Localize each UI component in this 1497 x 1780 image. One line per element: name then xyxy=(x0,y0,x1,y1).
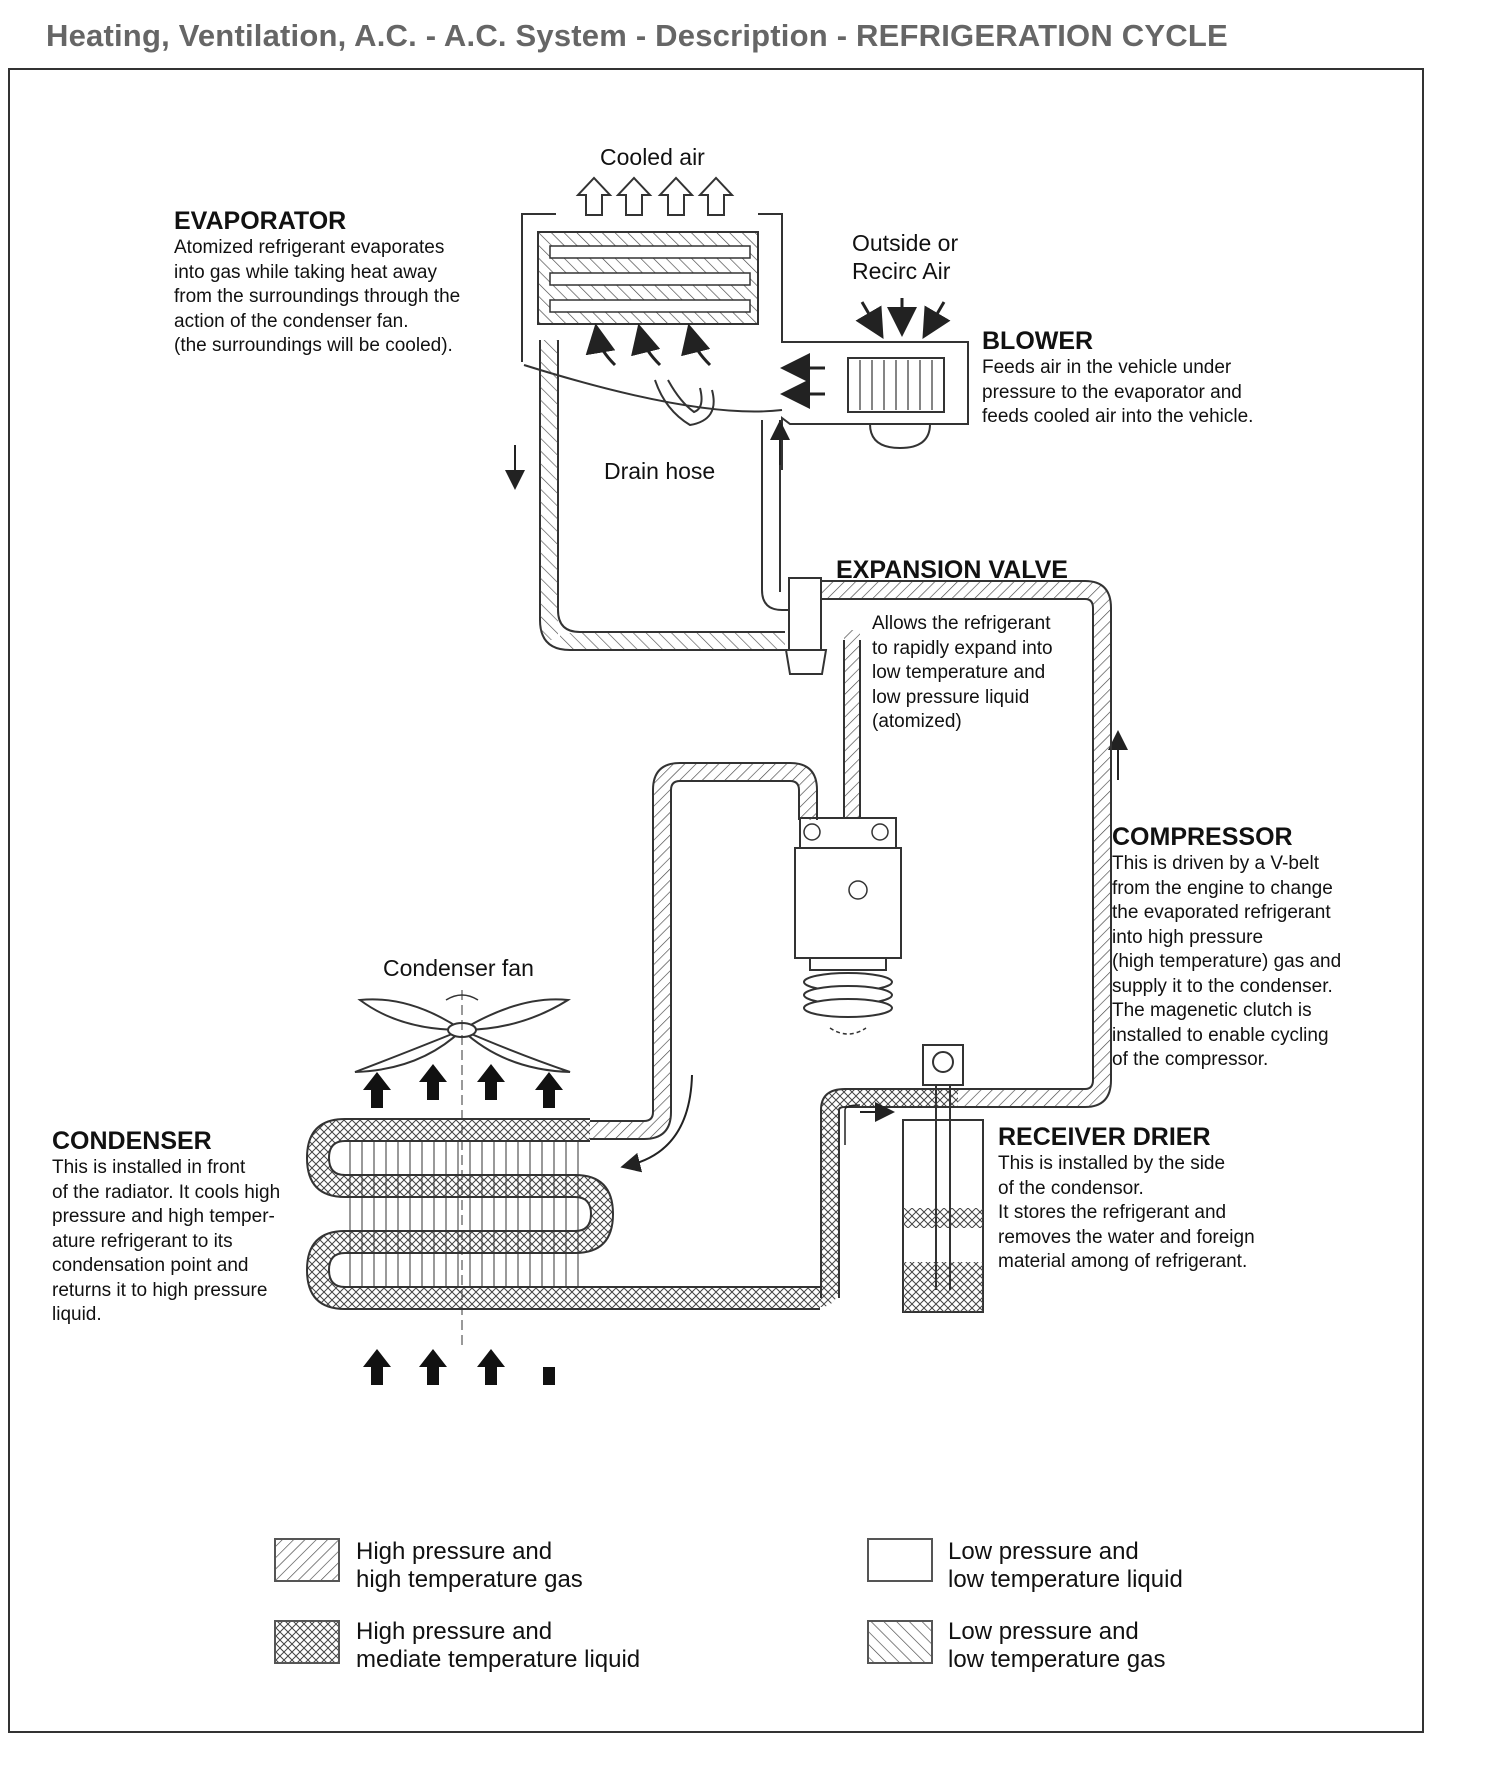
receiver-drier-line: of the condensor. xyxy=(998,1177,1144,1199)
evaporator-line: (the surroundings will be cooled). xyxy=(174,335,453,356)
compressor-to-condenser-pipe xyxy=(590,763,817,1139)
condenser-description: CONDENSER This is installed in front of … xyxy=(52,1126,280,1328)
compressor-line: supply it to the condenser. xyxy=(1112,975,1333,997)
legend-swatch-hp-liquid xyxy=(274,1620,340,1664)
blower-output-arrows xyxy=(780,353,825,409)
receiver-drier-line: It stores the refrigerant and xyxy=(998,1202,1227,1223)
diagram-frame xyxy=(8,68,1424,1733)
compressor-line: This is driven by a V-belt xyxy=(1112,853,1319,874)
compressor-line: The magenetic clutch is xyxy=(1112,1000,1312,1021)
condenser-title: CONDENSER xyxy=(52,1127,212,1155)
drain-hose-icon xyxy=(654,379,715,427)
page-title: Heating, Ventilation, A.C. - A.C. System… xyxy=(46,18,1228,53)
blower-description: BLOWER Feeds air in the vehicle under pr… xyxy=(982,326,1253,430)
evaporator-return-pipe xyxy=(560,633,785,649)
legend-swatch-lp-liquid xyxy=(867,1538,933,1582)
blower-line: pressure to the evaporator and xyxy=(982,381,1242,403)
expansion-valve-line: (atomized) xyxy=(872,711,962,732)
compressor-line: (high temperature) gas and xyxy=(1112,951,1342,972)
evaporator-core xyxy=(537,231,759,325)
receiver-drier-line: This is installed by the side xyxy=(998,1153,1226,1174)
expansion-valve-title-wrap: EXPANSION VALVE xyxy=(836,555,1068,585)
expansion-valve xyxy=(784,577,828,675)
legend-label: low temperature liquid xyxy=(948,1566,1183,1593)
receiver-drier-unit xyxy=(902,1044,984,1313)
condenser-to-drier-pipe xyxy=(819,1089,958,1307)
cooled-air-label: Cooled air xyxy=(600,144,705,170)
legend-label: low temperature gas xyxy=(948,1646,1166,1673)
legend-item-lp-liquid: Low pressure and low temperature liquid xyxy=(948,1538,1183,1594)
compressor-title: COMPRESSOR xyxy=(1112,823,1293,851)
receiver-drier-title: RECEIVER DRIER xyxy=(998,1123,1211,1151)
legend-item-lp-gas: Low pressure and low temperature gas xyxy=(948,1618,1165,1674)
condenser-line: pressure and high temper- xyxy=(52,1206,275,1227)
compressor-description: COMPRESSOR This is driven by a V-belt fr… xyxy=(1112,822,1341,1073)
legend-label: Low pressure and xyxy=(948,1538,1139,1565)
condenser-line: This is installed in front xyxy=(52,1157,246,1178)
expansion-valve-title: EXPANSION VALVE xyxy=(836,556,1068,584)
outside-air-label-line2: Recirc Air xyxy=(852,258,951,284)
legend-item-hp-gas: High pressure and high temperature gas xyxy=(356,1538,583,1594)
evaporator-line: Atomized refrigerant evaporates xyxy=(174,237,445,258)
condenser-fan-label: Condenser fan xyxy=(383,955,534,981)
compressor-line: from the engine to change xyxy=(1112,877,1333,899)
legend-label: High pressure and xyxy=(356,1538,553,1565)
evaporator-title: EVAPORATOR xyxy=(174,207,347,235)
legend-label: high temperature gas xyxy=(356,1566,583,1593)
drain-hose-label: Drain hose xyxy=(604,458,716,484)
expansion-valve-line: to rapidly expand into xyxy=(872,637,1053,659)
condenser-line: condensation point and xyxy=(52,1255,249,1276)
condenser-fan-icon xyxy=(354,998,571,1073)
evaporator-line: action of the condenser fan. xyxy=(174,310,409,332)
condenser-line: of the radiator. It cools high xyxy=(52,1181,281,1203)
blower-title: BLOWER xyxy=(982,327,1094,355)
outside-air-label-line1: Outside or xyxy=(852,230,959,256)
compressor-line: installed to enable cycling xyxy=(1112,1024,1329,1046)
compressor-unit xyxy=(794,817,902,1035)
expansion-valve-description: Allows the refrigerant to rapidly expand… xyxy=(872,612,1053,735)
legend-label: High pressure and xyxy=(356,1618,553,1645)
receiver-drier-line: material among of refrigerant. xyxy=(998,1251,1248,1272)
blower-unit xyxy=(847,357,945,450)
evaporator-line: from the surroundings through the xyxy=(174,286,461,307)
legend-swatch-lp-gas xyxy=(867,1620,933,1664)
evaporator-airflow-arrows xyxy=(585,323,712,367)
blower-line: Feeds air in the vehicle under xyxy=(982,357,1232,378)
evaporator-outlet-pipe xyxy=(540,340,558,640)
receiver-drier-description: RECEIVER DRIER This is installed by the … xyxy=(998,1122,1255,1275)
cooled-air-arrows xyxy=(575,176,735,216)
valve-to-compressor-pipe xyxy=(843,640,861,820)
compressor-line: of the compressor. xyxy=(1112,1049,1269,1070)
compressor-line: the evaporated refrigerant xyxy=(1112,902,1331,923)
compressor-line: into high pressure xyxy=(1112,926,1264,948)
legend-swatch-hp-gas xyxy=(274,1538,340,1582)
condenser-airflow-arrows xyxy=(363,1064,563,1385)
blower-line: feeds cooled air into the vehicle. xyxy=(982,406,1254,427)
expansion-valve-line: low pressure liquid xyxy=(872,686,1030,708)
expansion-valve-line: low temperature and xyxy=(872,662,1046,683)
legend-label: mediate temperature liquid xyxy=(356,1646,641,1673)
legend-label: Low pressure and xyxy=(948,1618,1139,1645)
condenser-line: liquid. xyxy=(52,1304,102,1325)
condenser-coil xyxy=(305,1118,820,1310)
flow-arrow-condenser xyxy=(620,1074,693,1173)
evaporator-description: EVAPORATOR Atomized refrigerant evaporat… xyxy=(174,206,460,359)
evaporator-line: into gas while taking heat away xyxy=(174,261,437,283)
compressor-discharge-pipe xyxy=(822,581,1111,1107)
blower-intake-arrows xyxy=(855,298,951,339)
receiver-drier-line: removes the water and foreign xyxy=(998,1226,1255,1248)
expansion-valve-line: Allows the refrigerant xyxy=(872,613,1051,634)
condenser-line: returns it to high pressure xyxy=(52,1279,268,1301)
condenser-line: ature refrigerant to its xyxy=(52,1230,233,1252)
legend-item-hp-liquid: High pressure and mediate temperature li… xyxy=(356,1618,640,1674)
